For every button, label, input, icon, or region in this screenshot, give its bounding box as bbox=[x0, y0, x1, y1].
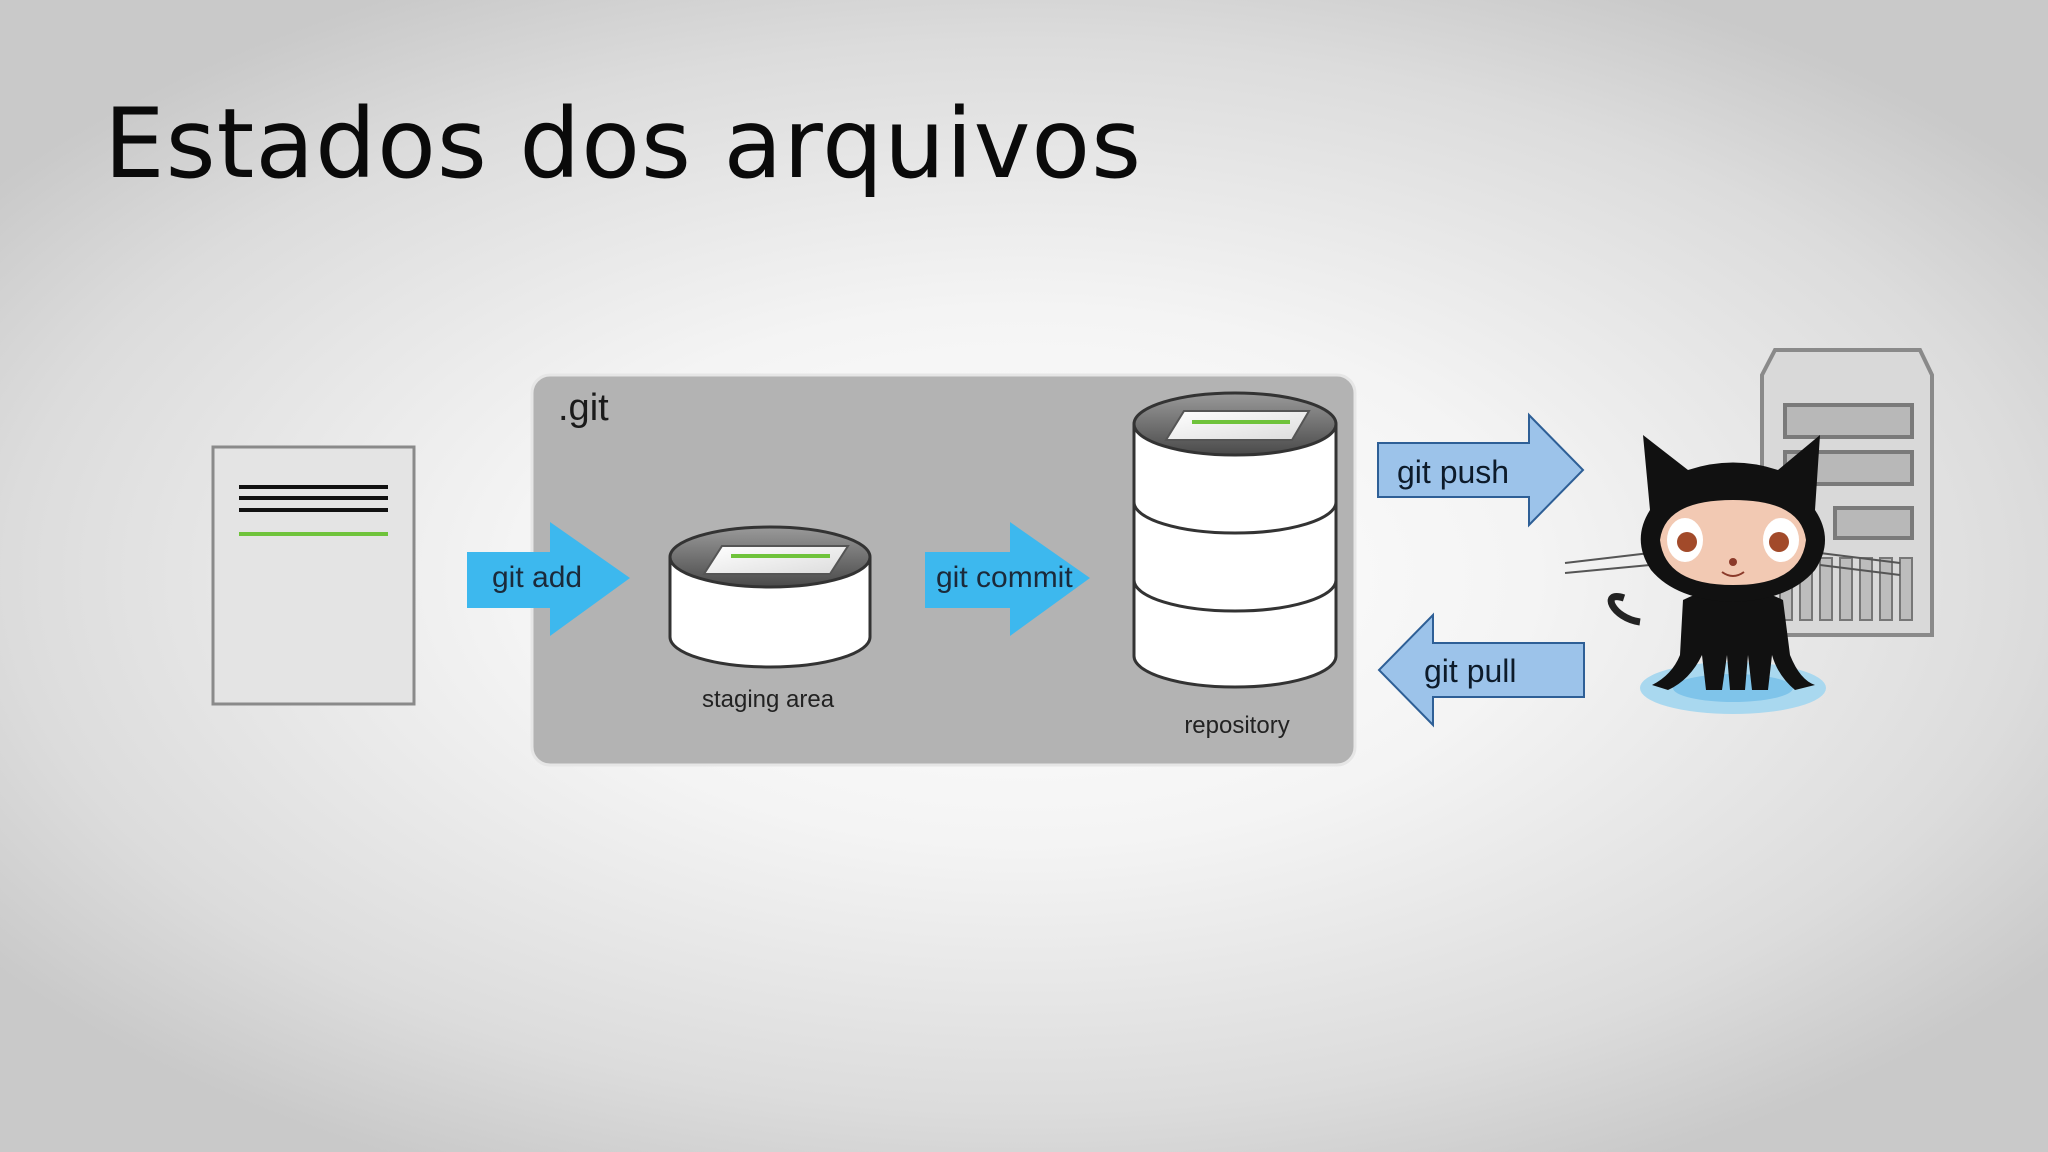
octocat-icon bbox=[1564, 435, 1901, 714]
git-container-label: .git bbox=[558, 387, 609, 429]
repository-database-icon bbox=[1132, 391, 1338, 689]
git-pull-arrow: git pull bbox=[1377, 612, 1585, 728]
git-pull-label: git pull bbox=[1424, 653, 1517, 689]
staging-area-label: staging area bbox=[702, 686, 835, 713]
staging-database-icon bbox=[668, 525, 872, 669]
repository-label: repository bbox=[1184, 712, 1289, 739]
git-commit-label: git commit bbox=[936, 561, 1073, 594]
git-add-label: git add bbox=[492, 561, 582, 594]
git-commit-arrow: git commit bbox=[925, 522, 1090, 636]
git-add-arrow: git add bbox=[467, 522, 630, 636]
document-icon bbox=[211, 445, 416, 706]
slide-title: Estados dos arquivos bbox=[104, 88, 1143, 200]
git-push-label: git push bbox=[1397, 454, 1509, 490]
git-push-arrow: git push bbox=[1377, 412, 1585, 528]
